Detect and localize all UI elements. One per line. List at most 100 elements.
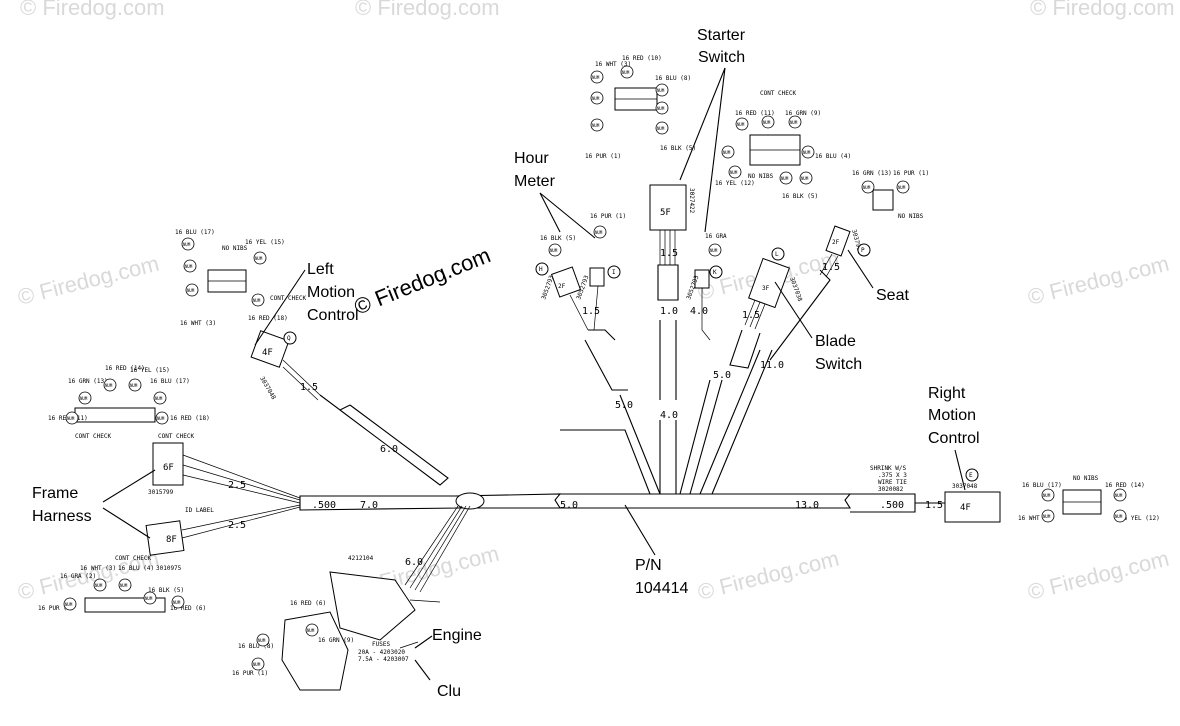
pin-circle bbox=[655, 83, 669, 97]
watermark: © Firedog.com bbox=[355, 0, 500, 20]
length-label: 1.5 bbox=[582, 306, 600, 317]
misc-label: CONT CHECK bbox=[760, 90, 797, 97]
part-number: 3010975 bbox=[156, 565, 182, 572]
pin-glyph: NUM bbox=[157, 416, 165, 421]
length-label: 1.5 bbox=[300, 382, 318, 393]
wire-tag: 16 YEL (12) bbox=[715, 180, 755, 187]
callout-left-line3: Control bbox=[307, 307, 359, 324]
pin-glyph: NUM bbox=[105, 383, 113, 388]
pin-glyph: NUM bbox=[155, 396, 163, 401]
length-label: 4.0 bbox=[690, 306, 708, 317]
misc-label: NO NIBS bbox=[898, 213, 924, 220]
callout-hour-line2: Meter bbox=[514, 173, 556, 190]
part-number: 3027422 bbox=[688, 188, 695, 214]
wire-tag: 16 GRN (9) bbox=[785, 110, 821, 117]
copyright-overlay: © Firedog.com bbox=[351, 242, 494, 319]
pin-glyph: NUM bbox=[1115, 514, 1123, 519]
marker-letter: I bbox=[612, 269, 616, 276]
callout-right-line1: Right bbox=[928, 385, 966, 402]
pin-circle bbox=[251, 657, 265, 671]
pin-circle bbox=[590, 118, 604, 132]
wire-tag: 16 BLU (17) bbox=[150, 378, 190, 385]
callout-frame-line2: Harness bbox=[32, 508, 92, 525]
wire-tag: 16 BLU (17) bbox=[1022, 482, 1062, 489]
pin-glyph: NUM bbox=[183, 242, 191, 247]
callout-left-line1: Left bbox=[307, 261, 334, 278]
callout-right-line3: Control bbox=[928, 430, 980, 447]
pinout-detail-engine: 16 RED (6) 16 BLU (8) 16 GRN (9) 16 PUR … bbox=[232, 600, 354, 677]
part-number: 3037048 bbox=[258, 376, 277, 402]
pin-circle bbox=[548, 243, 562, 257]
pin-circle bbox=[896, 180, 910, 194]
pin-circle bbox=[155, 411, 169, 425]
pin-circle bbox=[1113, 488, 1127, 502]
pin-glyph: NUM bbox=[737, 122, 745, 127]
pin-glyph: NUM bbox=[67, 416, 75, 421]
wire-tag: 16 RED (11) bbox=[735, 110, 775, 117]
wire-tag: 16 GRA bbox=[705, 233, 727, 240]
wire-tag: 16 WHT (3) bbox=[180, 320, 216, 327]
pin-circle bbox=[183, 259, 197, 273]
connector-label: 8F bbox=[166, 535, 177, 545]
pin-circle bbox=[153, 391, 167, 405]
pin-glyph: NUM bbox=[730, 170, 738, 175]
pin-glyph: NUM bbox=[145, 596, 153, 601]
marker-letter: L bbox=[775, 251, 779, 258]
left-motion-connector: 4F 3037048 Q 1.5 6.0 bbox=[250, 330, 449, 486]
pin-circle bbox=[65, 411, 79, 425]
marker-letter: K bbox=[713, 269, 717, 276]
wire-tag: 16 BLK (5) bbox=[148, 587, 184, 594]
pinout-detail-starter: 16 WHT (3) 16 RED (10) 16 BLU (8) 16 PUR… bbox=[585, 55, 696, 160]
wire-tag: 16 YEL (15) bbox=[245, 239, 285, 246]
connector-label: 2F bbox=[832, 239, 840, 246]
watermark: © Firedog.com bbox=[695, 546, 841, 605]
fuse-line: 20A - 4203020 bbox=[358, 649, 405, 656]
pin-circle bbox=[305, 623, 319, 637]
pin-glyph: NUM bbox=[863, 185, 871, 190]
callout-pn-line2: 104414 bbox=[635, 580, 688, 597]
fuse-line: 7.5A - 4203007 bbox=[358, 656, 409, 663]
marker-letter: H bbox=[539, 266, 543, 273]
shrink-note: SHRINK W/S bbox=[870, 465, 907, 472]
watermark: © Firedog.com bbox=[1025, 251, 1171, 310]
pin-circle bbox=[143, 591, 157, 605]
length-label: 13.0 bbox=[795, 500, 819, 511]
connector-label: 2F bbox=[558, 283, 566, 290]
pin-circle bbox=[253, 251, 267, 265]
pin-glyph: NUM bbox=[1043, 493, 1051, 498]
pin-glyph: NUM bbox=[710, 248, 718, 253]
shrink-note: WIRE TIE bbox=[878, 479, 907, 486]
main-trunk: .500 7.0 5.0 13.0 .500 1.5 bbox=[299, 492, 945, 513]
misc-label: ID LABEL bbox=[185, 507, 214, 514]
length-label: 2.5 bbox=[228, 520, 246, 531]
wire-tag: 16 GRN (13) bbox=[68, 378, 108, 385]
pin-circle bbox=[861, 180, 875, 194]
wire-tag: 16 RED (18) bbox=[170, 415, 210, 422]
pin-circle bbox=[1113, 509, 1127, 523]
misc-label: CONT CHECK bbox=[75, 433, 112, 440]
pin-circles: NUM NUM NUM NUM NUM NUM NUM NUM NUM NUM NUM NUM NUM N… bbox=[63, 65, 1127, 671]
engine-branch: 6.0 4212104 FUSES 20A - 4203020 7.5A - 4… bbox=[281, 505, 471, 691]
watermark-layer: © Firedog.com © Firedog.com © Firedog.co… bbox=[15, 0, 1174, 605]
shrink-note: .375 X 3 bbox=[878, 472, 907, 479]
pin-circle bbox=[788, 115, 802, 129]
pin-glyph: NUM bbox=[622, 70, 630, 75]
pin-glyph: NUM bbox=[187, 288, 195, 293]
callout-hour-line1: Hour bbox=[514, 150, 549, 167]
pin-circle bbox=[655, 101, 669, 115]
pin-glyph: NUM bbox=[763, 120, 771, 125]
pin-circle bbox=[801, 145, 815, 159]
wire-tag: 16 RED (18) bbox=[248, 315, 288, 322]
pinout-detail-hour: 16 PUR (1) 16 BLK (5) 16 GRA bbox=[540, 213, 727, 242]
pin-glyph: NUM bbox=[592, 123, 600, 128]
pin-glyph: NUM bbox=[657, 88, 665, 93]
pinout-detail-seat: 16 GRN (13) 16 PUR (1) NO NIBS bbox=[852, 170, 929, 220]
part-number: 3015799 bbox=[148, 489, 174, 496]
pin-glyph: NUM bbox=[253, 662, 261, 667]
blade-switch-branch: 3F 3037038 L 1.5 bbox=[729, 247, 803, 369]
pin-glyph: NUM bbox=[80, 396, 88, 401]
callouts: Starter Switch Hour Meter Left Motion Co… bbox=[32, 27, 980, 700]
part-number: 3037048 bbox=[952, 483, 978, 490]
pin-glyph: NUM bbox=[790, 120, 798, 125]
pin-circle bbox=[620, 65, 634, 79]
